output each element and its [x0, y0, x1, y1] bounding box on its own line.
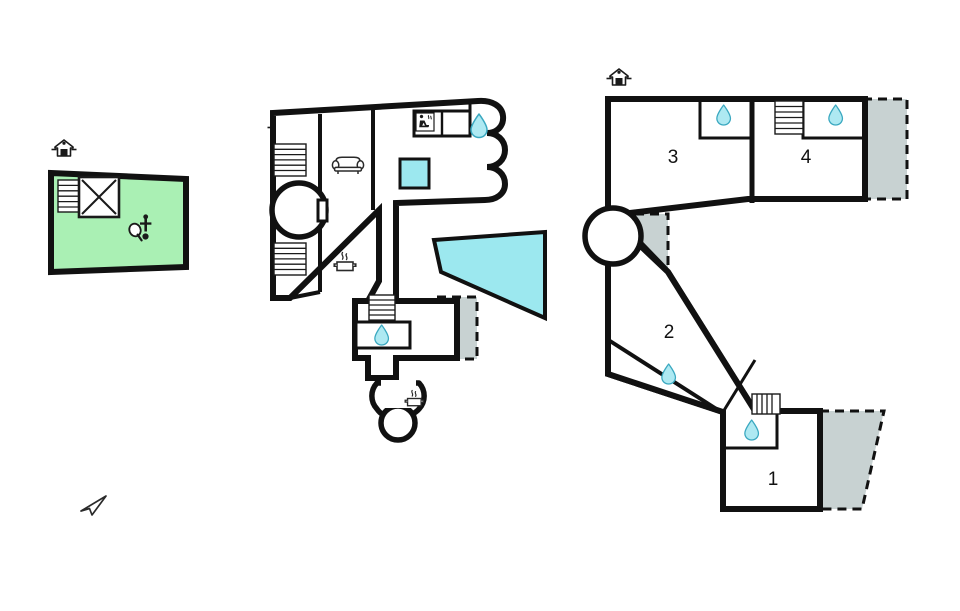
room-label-2: 2: [664, 322, 675, 343]
north-arrow-icon: [80, 495, 107, 516]
building-right[interactable]: 3 4 2 1: [582, 68, 909, 512]
crossed-room-icon: [77, 175, 121, 219]
house-entrance-icon: [50, 139, 78, 157]
room-label-4: 4: [801, 147, 812, 168]
pavilion-outline[interactable]: [368, 378, 428, 443]
interior-wall: [289, 290, 321, 300]
bathroom-outline: [698, 99, 752, 140]
bathroom-outline: [723, 412, 779, 450]
stairs-icon: [751, 393, 781, 415]
stairs-icon: [774, 100, 804, 135]
round-tower-icon[interactable]: [582, 205, 644, 267]
upper-wing-outline[interactable]: [605, 96, 868, 218]
swimming-pool-shape[interactable]: [431, 229, 547, 322]
interior-wall: [721, 359, 757, 413]
round-tower-icon[interactable]: [269, 180, 329, 240]
stairs-icon: [273, 143, 307, 177]
room-label-3: 3: [668, 147, 679, 168]
room-label-1: 1: [768, 469, 779, 490]
interior-wall: [413, 103, 472, 138]
building-left[interactable]: [48, 139, 189, 276]
building-middle[interactable]: [266, 97, 547, 443]
main-house-outline[interactable]: [270, 97, 509, 381]
terrace-area[interactable]: [820, 409, 886, 511]
sauna-icon: [415, 112, 435, 132]
house-entrance-icon: [605, 68, 633, 86]
hot-tub-icon: [398, 157, 431, 190]
stairs-icon: [368, 294, 396, 326]
sofa-icon: [331, 156, 365, 175]
lower-wing-shape[interactable]: [605, 208, 823, 512]
stairs-icon: [273, 242, 307, 276]
terrace-area[interactable]: [863, 97, 909, 201]
